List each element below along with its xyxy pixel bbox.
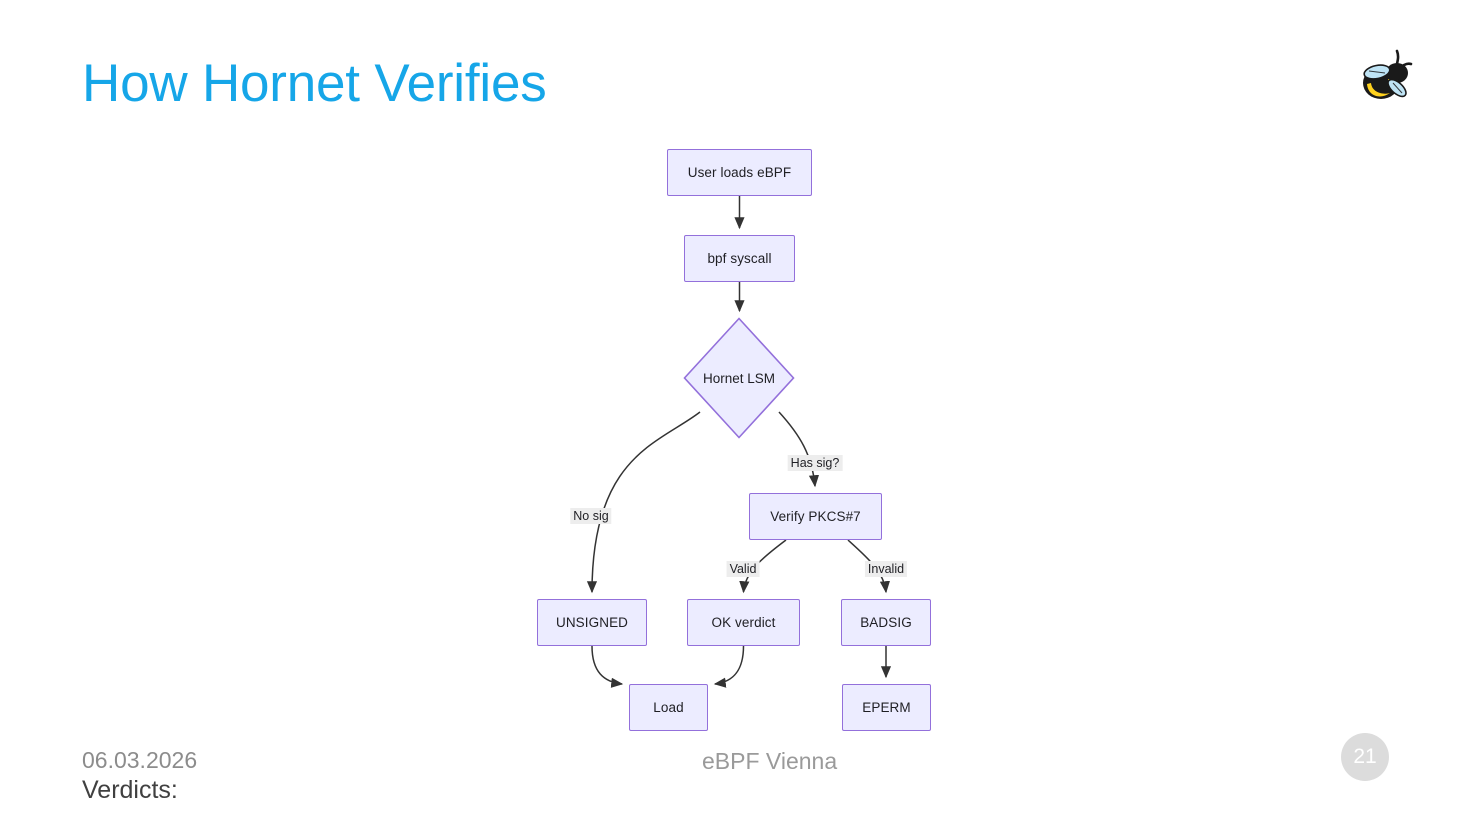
- flow-node-label: Verify PKCS#7: [770, 509, 861, 524]
- edge-label-valid: Valid: [726, 561, 760, 577]
- page-number-badge: 21: [1341, 733, 1389, 781]
- page-title: How Hornet Verifies: [82, 54, 547, 113]
- flow-node-label: User loads eBPF: [687, 165, 792, 180]
- flow-node-bpf-syscall[interactable]: bpf syscall: [684, 235, 795, 282]
- footer-event-name: eBPF Vienna: [702, 748, 838, 774]
- flow-node-ok-verdict[interactable]: OK verdict: [687, 599, 800, 646]
- flow-node-label: Load: [653, 700, 684, 715]
- edge-ok-to-load: [713, 645, 745, 688]
- footer-subtitle: Verdicts:: [82, 776, 178, 804]
- flow-node-label: BADSIG: [860, 615, 912, 630]
- flow-node-user-loads-ebpf[interactable]: User loads eBPF: [667, 149, 812, 196]
- flow-node-load[interactable]: Load: [629, 684, 708, 731]
- flow-node-unsigned[interactable]: UNSIGNED: [537, 599, 647, 646]
- flow-node-eperm[interactable]: EPERM: [842, 684, 931, 731]
- flow-node-label: UNSIGNED: [555, 615, 629, 630]
- flow-node-hornet-lsm[interactable]: Hornet LSM: [683, 317, 795, 439]
- flow-node-verify-pkcs7[interactable]: Verify PKCS#7: [749, 493, 882, 540]
- diamond-shape-icon: [683, 317, 795, 439]
- edge-lsm-to-unsigned: [586, 411, 701, 594]
- edge-label-no-sig: No sig: [570, 508, 612, 524]
- flow-node-label: bpf syscall: [707, 251, 772, 266]
- flow-node-label: EPERM: [862, 700, 911, 715]
- flow-node-label: Hornet LSM: [702, 370, 776, 386]
- flow-node-label: OK verdict: [711, 615, 776, 630]
- hornet-bee-logo: [1352, 48, 1418, 110]
- flow-node-badsig[interactable]: BADSIG: [841, 599, 931, 646]
- edge-label-invalid: Invalid: [864, 561, 908, 577]
- footer-date: 06.03.2026: [82, 747, 198, 773]
- edge-label-has-sig: Has sig?: [787, 455, 843, 471]
- edge-unsigned-to-load: [591, 645, 624, 688]
